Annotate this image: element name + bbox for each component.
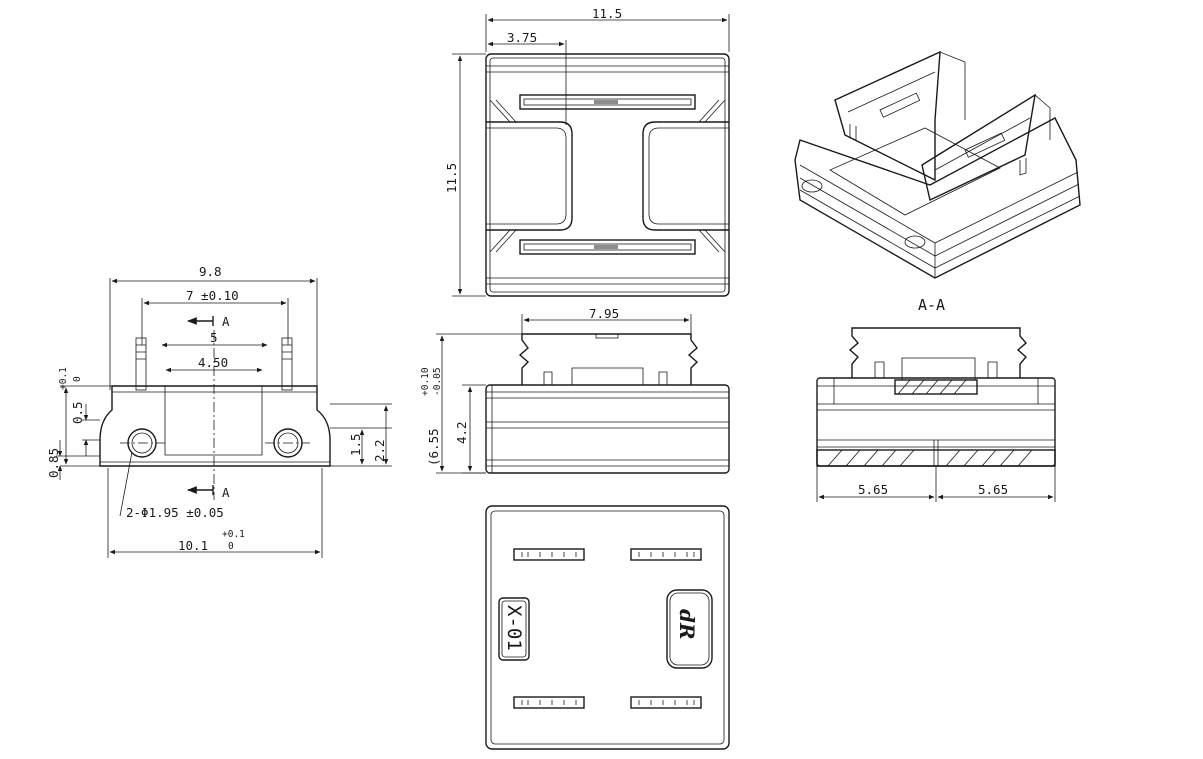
section-view: A-A	[816, 296, 1056, 502]
top-view: 11.5 3.75 11.5	[444, 6, 730, 297]
base-tol-upper: +0.1	[222, 529, 245, 540]
front-view: 9.8 7 ±0.10 A 5 4.50	[46, 264, 392, 558]
section-left-dim: 5.65	[858, 482, 888, 497]
section-marker-bottom: A	[222, 485, 230, 500]
terminal-slot	[630, 548, 702, 561]
side-height-42-label: 4.2	[454, 421, 469, 444]
front-pitch-label: 7 ±0.10	[186, 288, 239, 303]
front-width-label: 9.8	[199, 264, 222, 279]
front-inner-450-label: 4.50	[198, 355, 228, 370]
top-width-label: 11.5	[592, 6, 622, 21]
left-05-label: 0.5	[70, 401, 85, 424]
right-22-label: 2.2	[372, 439, 387, 462]
side-tol-upper: +0.10	[420, 367, 431, 396]
terminal-slot	[630, 696, 702, 709]
terminal-slot	[513, 696, 585, 709]
part-label: X-01	[503, 605, 525, 651]
side-height-655-label: (6.55	[426, 428, 441, 466]
section-right-dim: 5.65	[978, 482, 1008, 497]
terminal-slot	[513, 548, 585, 561]
top-height-label: 11.5	[444, 163, 459, 193]
side-view: 7.95 4.2 (6.55 +0.10 -0.05	[420, 306, 730, 474]
isometric-view	[794, 50, 1081, 279]
section-marker-top: A	[222, 314, 230, 329]
right-15-label: 1.5	[348, 433, 363, 456]
left-085-label: 0.85	[46, 448, 61, 478]
base-tol-lower: 0	[228, 541, 234, 552]
left-05-tol-upper: +0.1	[58, 367, 69, 390]
side-tol-lower: -0.05	[432, 367, 443, 396]
logo-mark: dR	[675, 609, 699, 640]
side-top-width-label: 7.95	[589, 306, 619, 321]
bottom-view: X-01 dR	[485, 505, 730, 750]
top-offset-label: 3.75	[507, 30, 537, 45]
left-05-tol-lower: 0	[72, 376, 83, 382]
hole-spec-label: 2-Φ1.95 ±0.05	[126, 505, 224, 520]
base-width-label: 10.1	[178, 538, 208, 553]
section-title: A-A	[918, 296, 945, 314]
